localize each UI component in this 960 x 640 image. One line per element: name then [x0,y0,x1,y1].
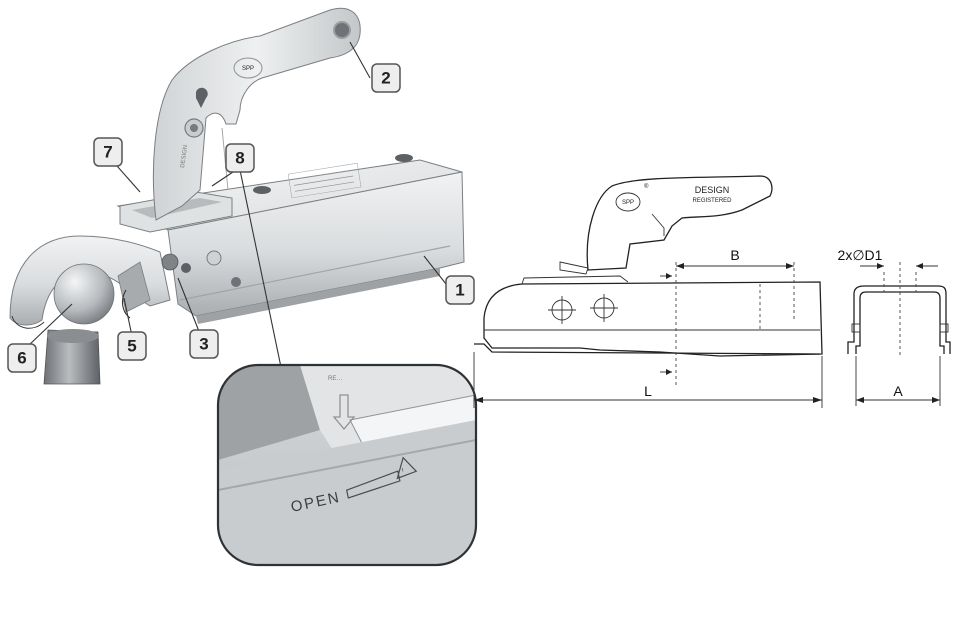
dim-a-label: A [893,383,903,399]
svg-text:5: 5 [127,337,136,356]
dim-b-label: B [730,247,739,263]
detail-inset: RE… OPEN ! [216,363,478,567]
design-label: DESIGN [695,185,730,195]
dim-l-label: L [644,383,652,399]
coupling-render: SPP DESIGN [9,7,465,385]
housing-stamp [287,162,362,199]
tow-ball [53,263,115,325]
coupling-handle [152,7,361,221]
callout-1: 1 [445,275,475,305]
dim-d1-label: 2x∅D1 [838,247,883,263]
svg-text:®: ® [644,183,649,190]
svg-text:6: 6 [17,349,26,368]
technical-drawing-side: SPP ® DESIGN REGISTERED B [473,175,823,408]
svg-text:2: 2 [381,69,390,88]
callout-5: 5 [117,331,147,361]
callout-3: 3 [189,329,219,359]
registered-label: REGISTERED [692,198,732,204]
svg-text:3: 3 [199,335,208,354]
drawing-holes [548,294,618,324]
svg-text:SPP: SPP [242,66,254,72]
svg-text:!: ! [401,468,404,474]
svg-text:8: 8 [235,149,244,168]
svg-text:SPP: SPP [622,200,634,206]
callout-7: 7 [93,137,123,167]
svg-text:1: 1 [455,281,464,300]
callout-2: 2 [371,63,401,93]
callout-6: 6 [7,343,37,373]
technical-drawing-section: 2x∅D1 A [838,247,951,406]
svg-text:RE…: RE… [328,376,342,382]
callout-8: 8 [225,143,255,173]
svg-text:7: 7 [103,143,112,162]
svg-text:DESIGN: DESIGN [180,145,189,169]
drawing-logo [615,192,641,212]
handle-logo [233,57,263,79]
